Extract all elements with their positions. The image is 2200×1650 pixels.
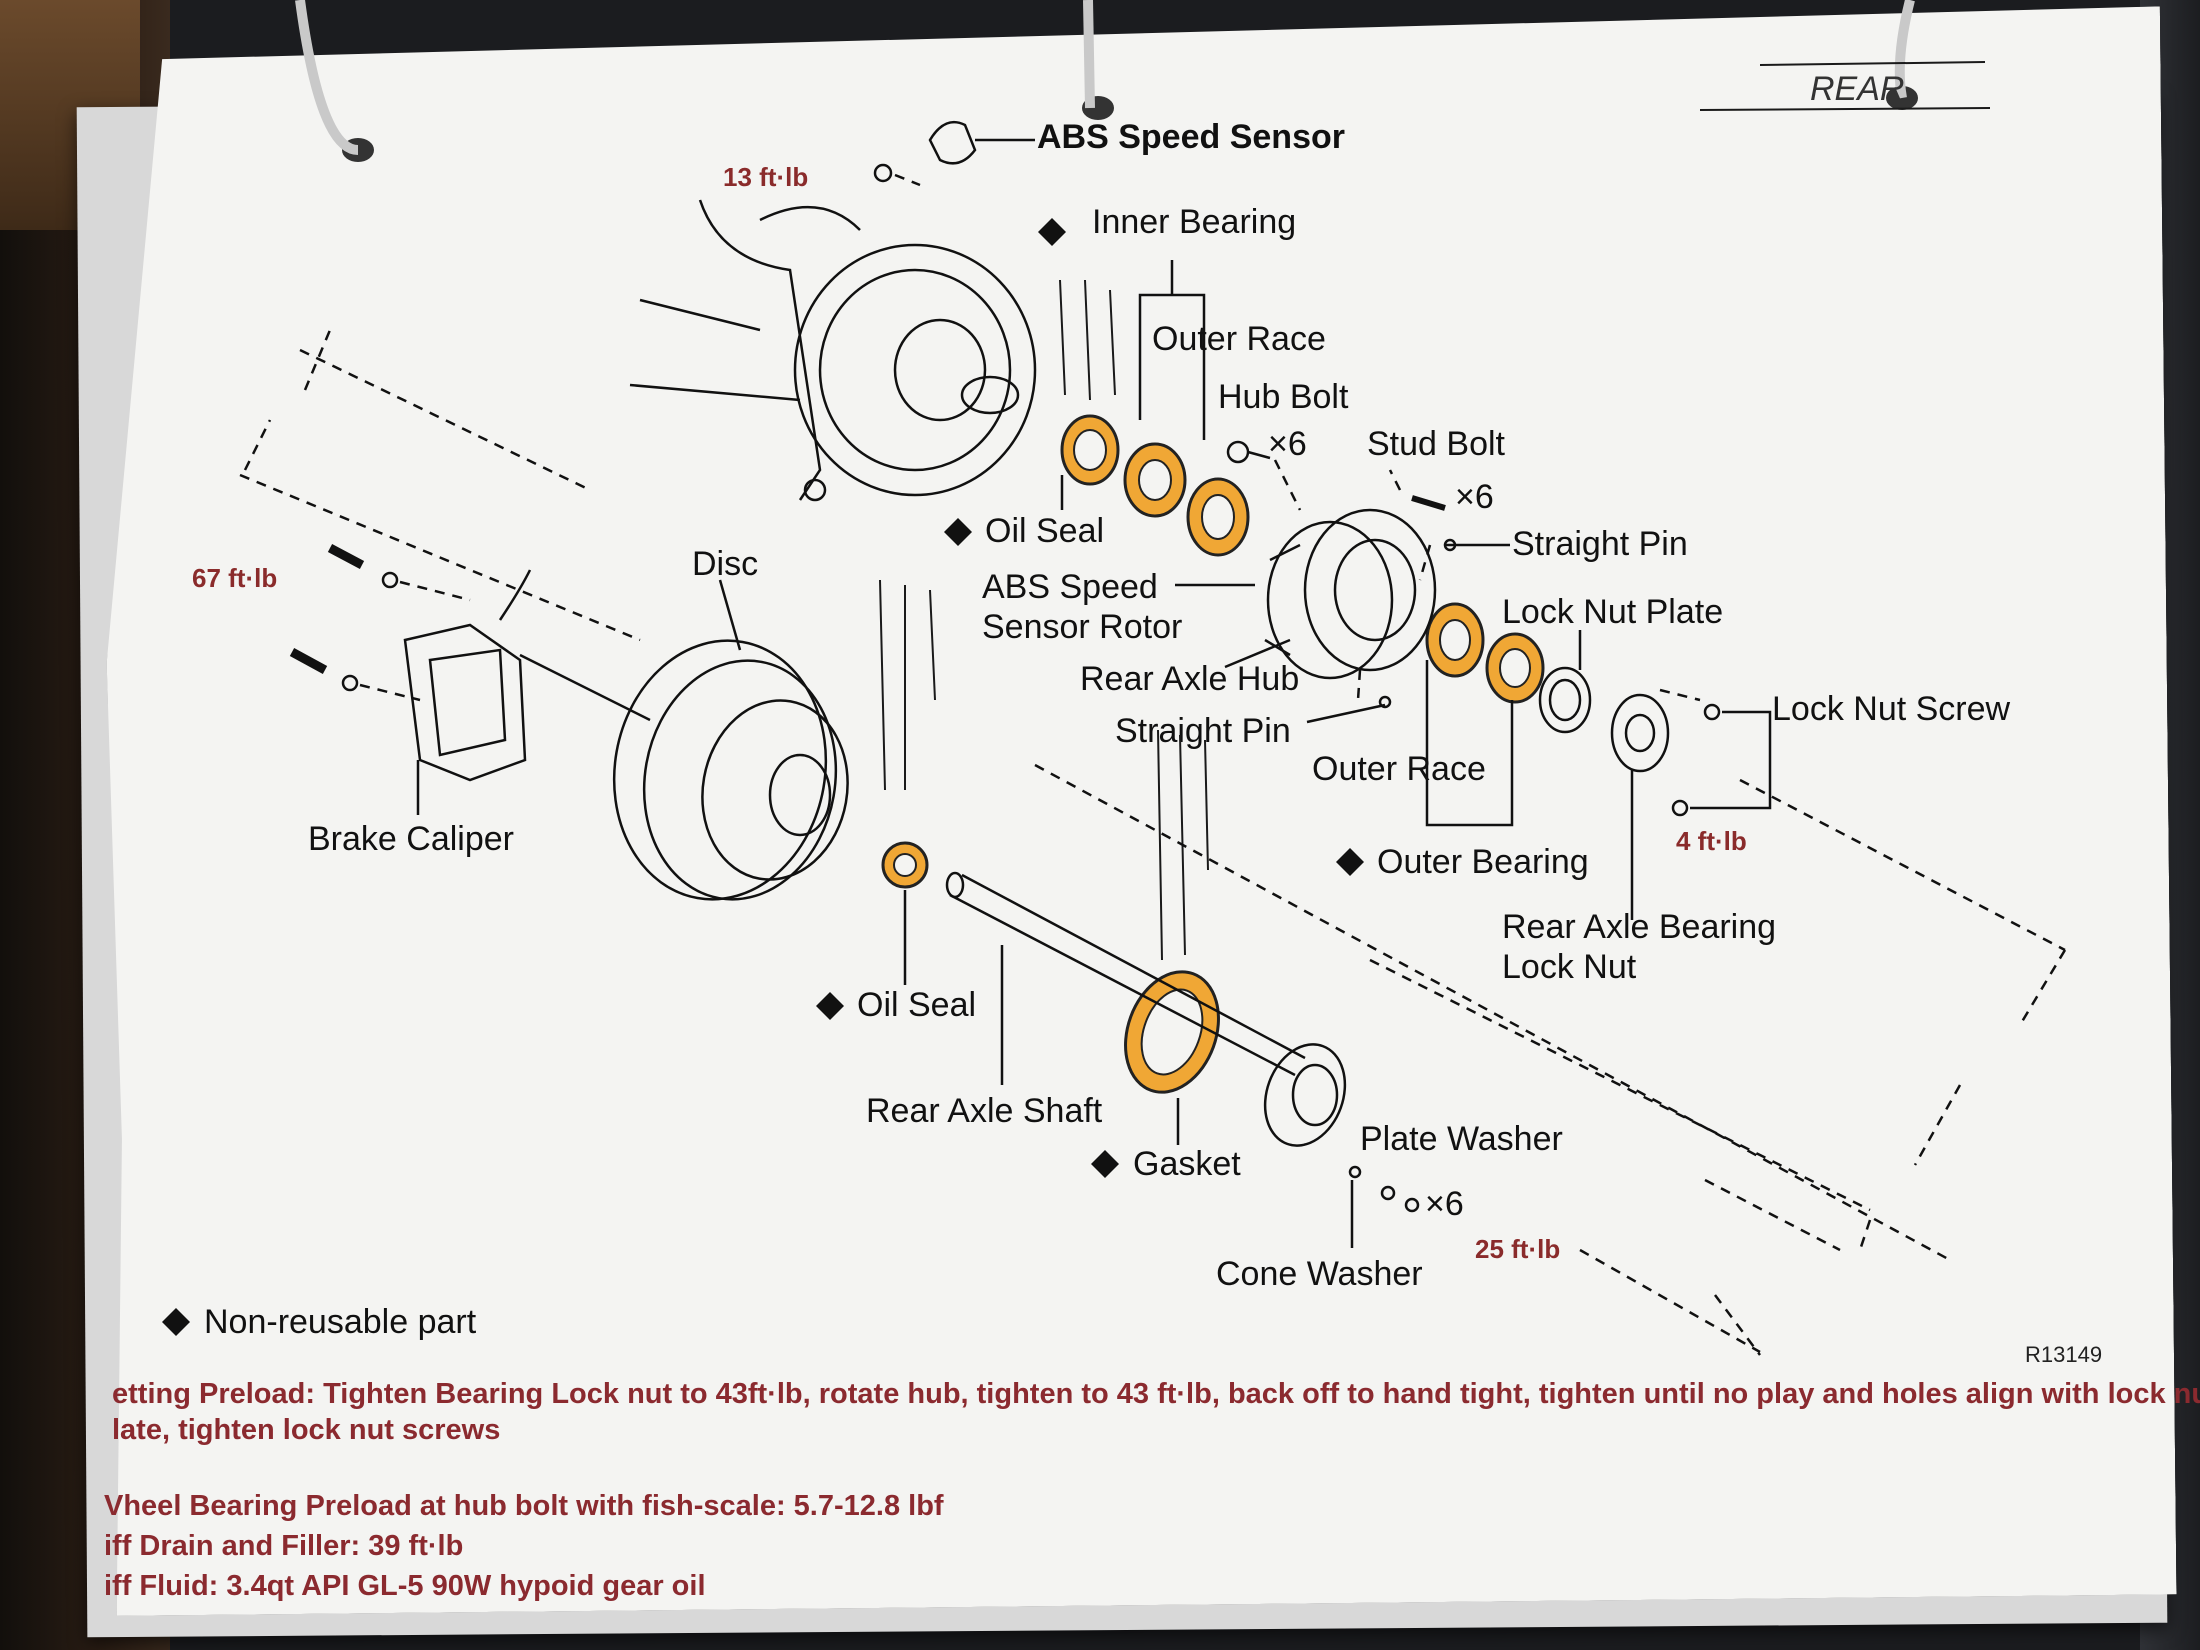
lock-nut-plate-part (1538, 630, 1592, 734)
label-hub-bolt: Hub Bolt (1218, 378, 1349, 416)
washers-part (1348, 1165, 1420, 1248)
label-straight-pin-bottom: Straight Pin (1115, 712, 1291, 750)
label-plate-washer-qty: ×6 (1425, 1185, 1464, 1223)
brake-caliper-part (403, 569, 532, 815)
binder-rings (295, 0, 1918, 162)
abs-speed-sensor-part (873, 120, 1035, 187)
label-rear-axle-bearing-line2: Lock Nut (1502, 948, 1637, 986)
label-oil-seal-bottom: Oil Seal (857, 986, 976, 1024)
handwritten-rear: REAR (1699, 61, 1991, 111)
label-brake-caliper: Brake Caliper (308, 820, 514, 858)
label-hub-bolt-qty: ×6 (1268, 425, 1307, 463)
label-straight-pin-top: Straight Pin (1512, 525, 1688, 563)
rear-axle-shaft-part (945, 871, 1347, 1147)
note-diff-fluid: iff Fluid: 3.4qt API GL-5 90W hypoid gea… (104, 1570, 706, 1602)
disc-part (519, 579, 849, 901)
hub-bolt-part (1226, 440, 1302, 511)
label-abs-rotor-line1: ABS Speed (982, 568, 1158, 606)
label-cone-washer: Cone Washer (1216, 1255, 1423, 1293)
oil-seal-top-callout (944, 475, 1064, 546)
label-outer-race-bottom: Outer Race (1312, 750, 1486, 788)
label-disc: Disc (692, 545, 758, 583)
caliper-bolts-part (289, 544, 471, 702)
stud-bolt-part (1388, 469, 1446, 511)
label-gasket: Gasket (1133, 1145, 1241, 1183)
label-inner-bearing: Inner Bearing (1092, 203, 1296, 241)
note-wheel-bearing-preload: Vheel Bearing Preload at hub bolt with f… (104, 1490, 944, 1522)
label-abs-speed-sensor: ABS Speed Sensor (1037, 118, 1345, 156)
highlighted-rings (881, 414, 1545, 1094)
label-rear-axle-hub: Rear Axle Hub (1080, 660, 1299, 698)
torque-caliper: 67 ft·lb (192, 563, 277, 593)
oil-seal-bottom-callout (816, 890, 907, 1020)
legend-non-reusable: Non-reusable part (204, 1303, 477, 1341)
note-setting-preload: etting Preload: Tighten Bearing Lock nut… (112, 1378, 2200, 1410)
legend-diamond (162, 1308, 190, 1336)
torque-plate-washer: 25 ft·lb (1475, 1234, 1560, 1264)
label-abs-rotor-line2: Sensor Rotor (982, 608, 1182, 646)
lock-nut-part (1610, 688, 1772, 920)
label-rear-axle-shaft: Rear Axle Shaft (866, 1092, 1103, 1130)
gasket-diamond (1091, 1150, 1119, 1178)
reference-outline-right (1034, 763, 2067, 1356)
label-rear-axle-bearing-line1: Rear Axle Bearing (1502, 908, 1776, 946)
note-diff-drain-filler: iff Drain and Filler: 39 ft·lb (104, 1530, 464, 1562)
handwritten-inner-wheel-seal (1059, 279, 1116, 401)
label-outer-race-top: Outer Race (1152, 320, 1326, 358)
label-outer-bearing: Outer Bearing (1377, 843, 1589, 881)
torque-abs-sensor: 13 ft·lb (723, 162, 808, 192)
rear-note: REAR (1810, 70, 1904, 108)
label-stud-bolt-qty: ×6 (1455, 478, 1494, 516)
label-oil-seal-top: Oil Seal (985, 512, 1104, 550)
outer-bearing-callout (1336, 660, 1514, 876)
backing-plate-part (629, 199, 1037, 502)
label-stud-bolt: Stud Bolt (1367, 425, 1506, 463)
label-lock-nut-screw: Lock Nut Screw (1772, 690, 2011, 728)
label-plate-washer: Plate Washer (1360, 1120, 1563, 1158)
handwritten-axle-flange-gasket (879, 579, 936, 791)
torque-lock-nut-screw: 4 ft·lb (1676, 826, 1747, 856)
figure-code: R13149 (2025, 1342, 2102, 1367)
straight-pin-top-part (1418, 538, 1510, 581)
rear-axle-hub-part (1264, 508, 1437, 709)
inner-bearing-callout (1038, 218, 1206, 440)
note-setting-preload-cont: late, tighten lock nut screws (112, 1414, 501, 1446)
label-lock-nut-plate: Lock Nut Plate (1502, 593, 1723, 631)
